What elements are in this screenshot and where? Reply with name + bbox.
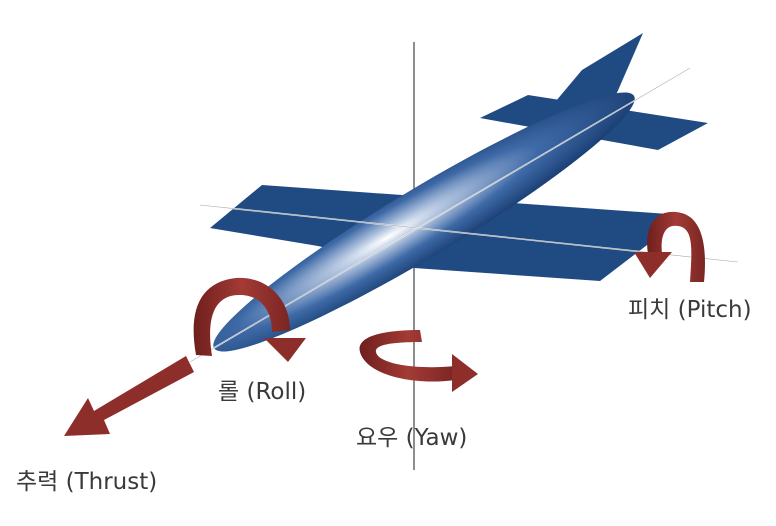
roll-label: 롤 (Roll): [218, 379, 307, 405]
yaw-label: 요우 (Yaw): [356, 425, 468, 451]
thrust-arrow: [64, 356, 194, 436]
pitch-arrow: [634, 211, 705, 282]
yaw-arrow: [359, 330, 478, 392]
roll-arrow: [193, 277, 306, 362]
pitch-label: 피치 (Pitch): [628, 297, 752, 323]
tail-fin: [540, 33, 643, 122]
thrust-label: 추력 (Thrust): [16, 469, 158, 495]
